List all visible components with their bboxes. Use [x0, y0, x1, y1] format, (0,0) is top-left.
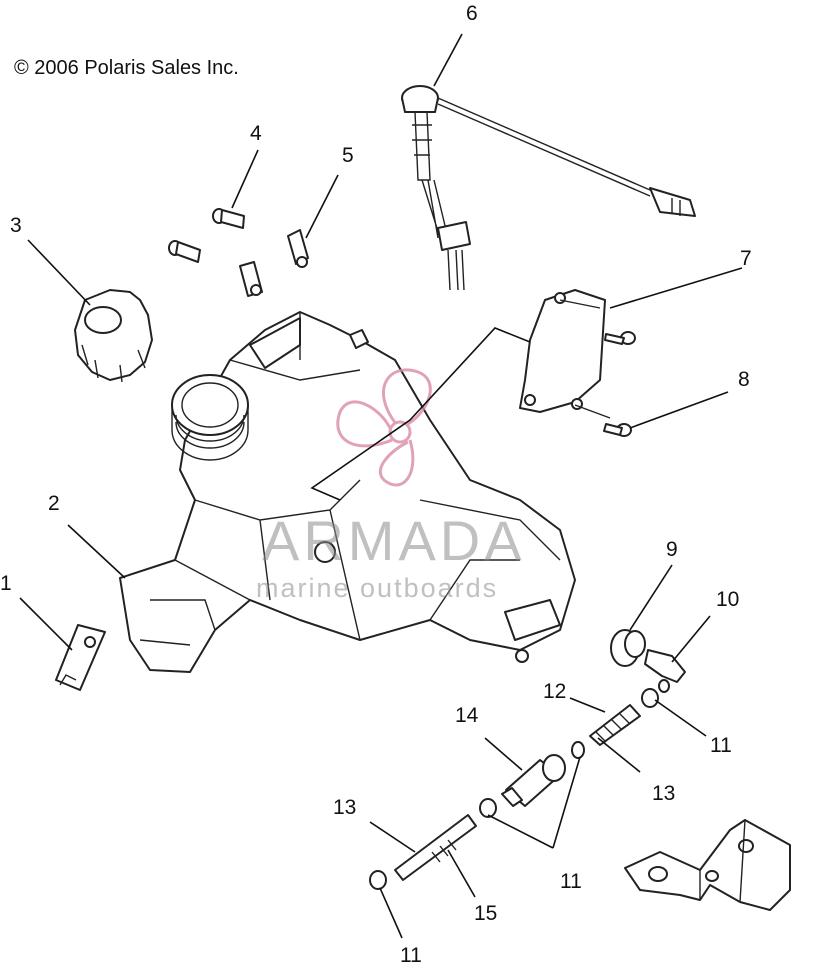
callout-13-right: 13 — [652, 782, 675, 805]
callout-3: 3 — [10, 214, 22, 237]
copyright-text: © 2006 Polaris Sales Inc. — [14, 57, 239, 79]
clip-nuts — [239, 229, 309, 297]
callout-9: 9 — [666, 538, 678, 561]
grommet — [610, 629, 646, 667]
callout-13-left: 13 — [333, 796, 356, 819]
elbow-fitting — [644, 649, 686, 693]
callout-5: 5 — [342, 144, 354, 167]
fuel-tank — [119, 311, 576, 673]
callout-12: 12 — [543, 680, 566, 703]
fuel-cap — [74, 289, 153, 383]
propeller-logo — [336, 368, 432, 487]
watermark-brand: ARMADA — [262, 509, 526, 572]
callout-1: 1 — [0, 572, 12, 595]
callout-11-lower: 11 — [400, 944, 422, 964]
bolt-pair — [168, 208, 245, 263]
callout-14: 14 — [455, 704, 479, 727]
fuel-filter — [501, 741, 585, 807]
callout-8: 8 — [738, 368, 750, 391]
fuel-sender — [401, 85, 696, 291]
fuel-line — [394, 814, 477, 881]
callouts: 1 2 3 4 5 6 7 8 9 10 11 12 13 14 11 13 1… — [0, 2, 752, 964]
watermark: ARMADA marine outboards — [256, 368, 526, 603]
mounting-bracket — [519, 289, 636, 437]
small-bracket — [55, 624, 106, 691]
leader-lines — [19, 33, 743, 939]
callout-11-upper: 11 — [710, 734, 732, 757]
callout-6: 6 — [466, 2, 478, 25]
callout-7: 7 — [740, 247, 752, 270]
tank-bracket — [624, 819, 791, 911]
hose-barb — [589, 688, 659, 746]
watermark-tagline: marine outboards — [256, 573, 498, 603]
hose-clamps — [369, 798, 497, 890]
callout-15: 15 — [474, 902, 497, 925]
callout-11-middle: 11 — [560, 870, 582, 893]
callout-2: 2 — [48, 492, 60, 515]
callout-10: 10 — [716, 588, 739, 611]
callout-4: 4 — [250, 122, 262, 145]
